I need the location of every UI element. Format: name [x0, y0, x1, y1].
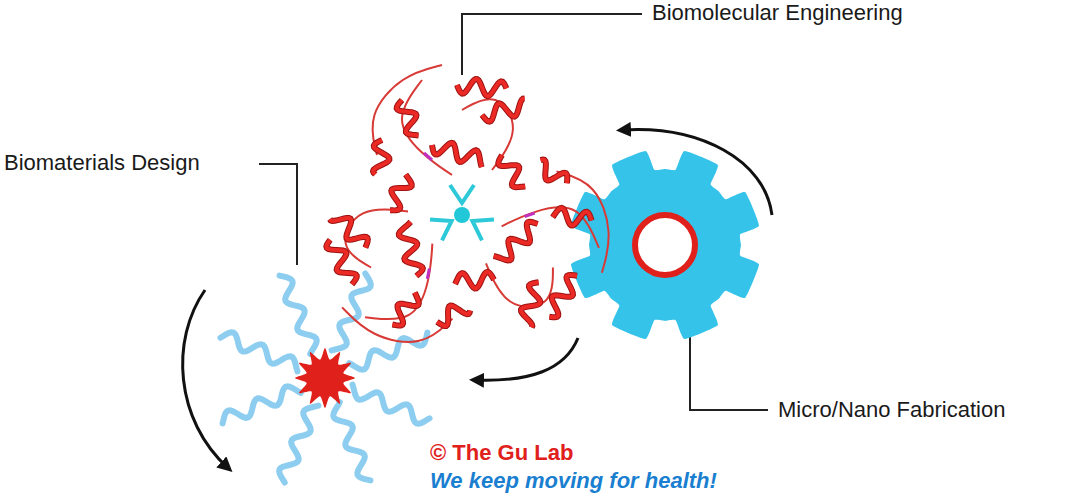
polymer-chain	[333, 402, 370, 480]
alpha-helix	[482, 98, 525, 121]
micelle-core	[295, 348, 355, 408]
cofactor-stick	[472, 220, 494, 241]
alpha-helix	[457, 79, 506, 96]
alpha-helix	[397, 100, 419, 135]
protein-structure	[326, 65, 608, 342]
gear-icon	[571, 151, 759, 339]
alpha-helix	[494, 222, 538, 261]
helix-edge	[397, 100, 419, 135]
alpha-helix	[373, 140, 389, 174]
cofactor-stick	[450, 185, 474, 203]
helix-edge	[541, 160, 568, 184]
disulfide	[424, 153, 432, 160]
polymer-chain	[332, 273, 371, 350]
slogan: We keep moving for health!	[430, 469, 717, 493]
copyright-note: © The Gu Lab	[430, 441, 573, 465]
helix-edge	[392, 292, 418, 325]
protein-loop	[556, 171, 608, 272]
alpha-helix	[541, 160, 568, 184]
helix-edge	[494, 222, 538, 261]
helix-edge	[521, 282, 540, 327]
helix-edge	[390, 175, 412, 211]
polymer-chain	[279, 406, 318, 483]
gear-body	[571, 151, 759, 339]
alpha-helix	[521, 282, 540, 327]
alpha-helix	[437, 306, 470, 326]
micelle-icon	[220, 273, 429, 482]
helix-edge	[455, 272, 494, 288]
metal-ion	[454, 207, 470, 223]
leader-line	[462, 14, 642, 75]
helix-edge	[437, 306, 470, 326]
disulfide	[525, 213, 535, 216]
alpha-helix	[392, 292, 418, 325]
cycle-arrow	[183, 290, 228, 468]
area-label: Biomolecular Engineering	[652, 1, 903, 25]
polymer-chain	[353, 385, 430, 424]
polymer-chain	[223, 386, 301, 423]
polymer-chain	[220, 332, 297, 371]
helix-edge	[482, 98, 525, 121]
helix-edge	[498, 155, 525, 187]
helix-edge	[549, 275, 577, 317]
cycle-arrows	[183, 130, 772, 468]
leader-line	[690, 330, 768, 410]
helix-edge	[457, 79, 506, 96]
helix-edge	[399, 222, 423, 276]
polymer-chain	[280, 276, 317, 354]
helix-edge	[326, 240, 356, 284]
alpha-helix	[549, 275, 577, 317]
alpha-helix	[455, 272, 494, 288]
disulfide	[427, 268, 429, 278]
leader-lines	[259, 14, 768, 410]
gear-hole	[635, 215, 695, 275]
alpha-helix	[330, 218, 368, 248]
leader-line	[259, 164, 297, 265]
area-label: Biomaterials Design	[4, 151, 200, 175]
alpha-helix	[498, 155, 525, 187]
helix-edge	[373, 140, 389, 174]
alpha-helix	[390, 175, 412, 211]
alpha-helix	[399, 222, 423, 276]
protein-loop	[372, 65, 442, 155]
helix-edge	[330, 218, 368, 248]
alpha-helix	[553, 208, 592, 226]
helix-edge	[432, 143, 482, 167]
cofactor-stick	[430, 220, 452, 241]
alpha-helix	[432, 143, 482, 167]
cycle-arrow	[475, 338, 578, 380]
alpha-helix	[326, 240, 356, 284]
helix-edge	[553, 208, 592, 226]
area-label: Micro/Nano Fabrication	[778, 398, 1005, 422]
